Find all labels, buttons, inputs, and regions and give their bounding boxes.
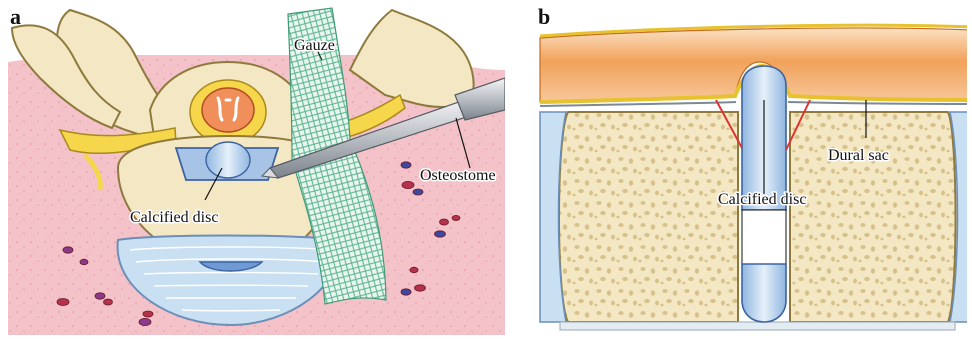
calcified-disc-label-a: Calcified disc [130, 209, 218, 226]
resected-gap [742, 210, 786, 264]
calcified-disc-a [206, 142, 250, 178]
spinal-cord [202, 88, 254, 132]
vertebral-body-right [790, 112, 956, 322]
panel-a-label: a [10, 4, 21, 29]
panel-b: b Dural sac Calcified disc [538, 4, 972, 330]
osteostome-label: Osteostome [420, 167, 496, 184]
panel-a: a Gauze Osteostome Calcified disc [8, 4, 505, 335]
calcified-disc-label-b: Calcified disc [718, 191, 806, 208]
panel-b-label: b [538, 4, 550, 29]
vertebral-body-left [559, 112, 738, 322]
gauze-label: Gauze [294, 37, 335, 54]
dural-sac-label: Dural sac [828, 147, 889, 164]
